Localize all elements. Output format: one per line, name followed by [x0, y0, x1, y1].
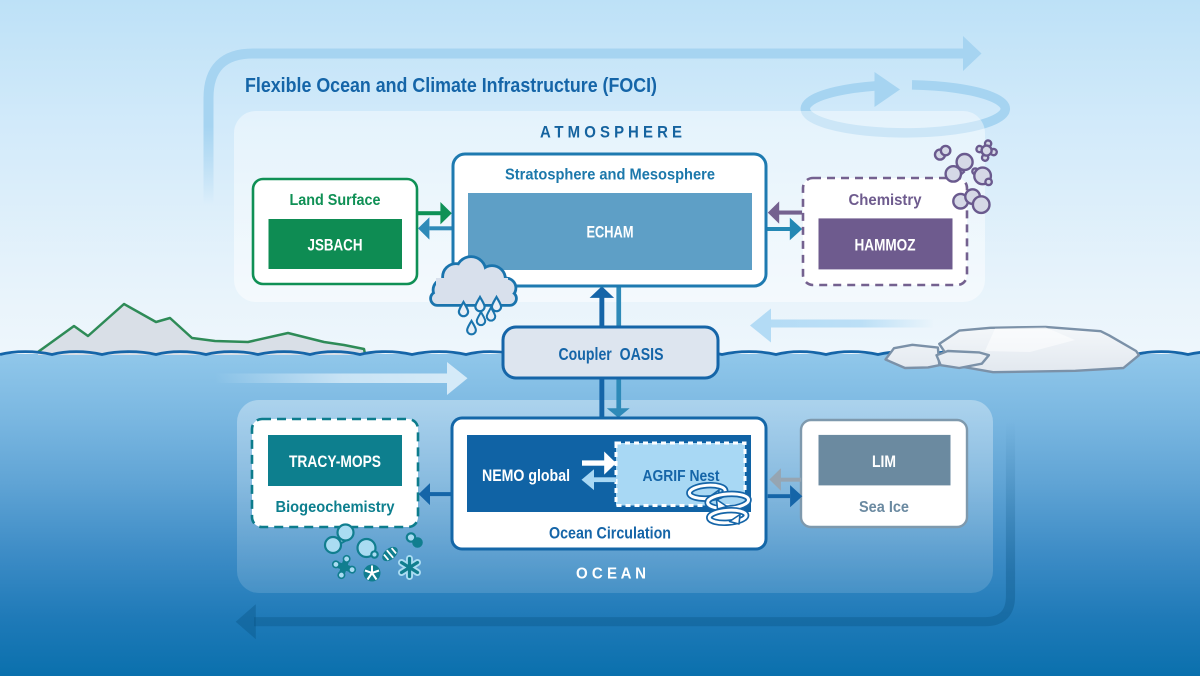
svg-text:Stratosphere and Mesosphere: Stratosphere and Mesosphere: [505, 167, 715, 184]
svg-text:TRACY-MOPS: TRACY-MOPS: [289, 453, 381, 471]
svg-text:Land Surface: Land Surface: [290, 192, 381, 209]
svg-text:Sea Ice: Sea Ice: [859, 499, 909, 516]
svg-text:Chemistry: Chemistry: [849, 192, 922, 209]
svg-text:NEMO global: NEMO global: [482, 467, 570, 485]
svg-text:Ocean Circulation: Ocean Circulation: [549, 525, 671, 543]
svg-text:ECHAM: ECHAM: [587, 223, 634, 242]
svg-text:Coupler OASIS: Coupler OASIS: [559, 344, 664, 364]
svg-text:LIM: LIM: [872, 453, 896, 471]
svg-text:JSBACH: JSBACH: [308, 237, 363, 255]
svg-text:O C E A N: O C E A N: [576, 566, 646, 583]
svg-text:AGRIF Nest: AGRIF Nest: [643, 468, 721, 485]
svg-text:Biogeochemistry: Biogeochemistry: [276, 499, 395, 516]
svg-text:A T M O S P H E R E: A T M O S P H E R E: [540, 123, 682, 142]
svg-text:Flexible Ocean and Climate Inf: Flexible Ocean and Climate Infrastructur…: [245, 75, 657, 97]
svg-text:HAMMOZ: HAMMOZ: [855, 237, 916, 255]
